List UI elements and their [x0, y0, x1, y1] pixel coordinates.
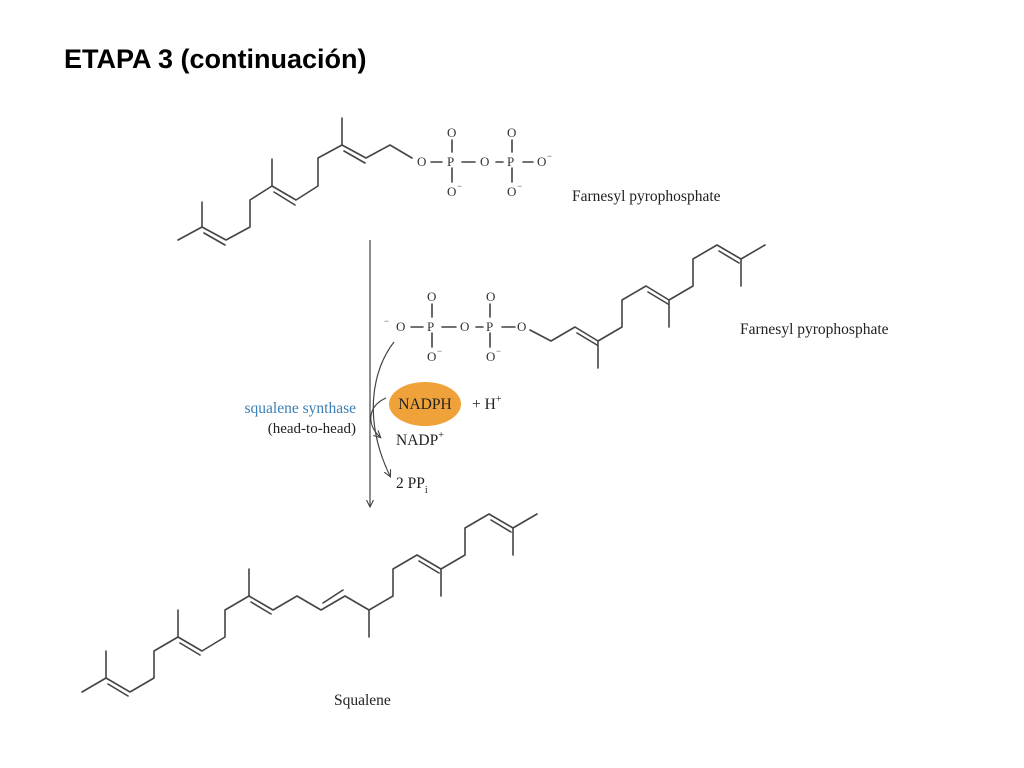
side-reaction-arrows	[370, 341, 395, 476]
svg-text:O: O	[507, 125, 516, 140]
farnesyl-pyrophosphate-top: O P O P O − O O O − O − Farnesyl pyropho…	[177, 117, 721, 246]
nadph-label: NADPH	[398, 396, 451, 413]
middle-carbon-chain	[529, 244, 766, 342]
svg-text:−: −	[517, 181, 522, 191]
slide-title: ETAPA 3 (continuación)	[64, 44, 367, 74]
nadp-label: NADP+	[396, 430, 444, 449]
svg-text:O: O	[537, 154, 546, 169]
squalene-double-bonds	[107, 519, 512, 697]
svg-text:−: −	[547, 151, 552, 161]
ppi-label: 2 PPi	[396, 475, 428, 496]
svg-text:O: O	[427, 349, 436, 364]
ppi-curved-arrow	[372, 341, 395, 476]
top-phosphate-bonds	[430, 139, 534, 183]
middle-double-bonds	[576, 250, 740, 346]
svg-text:O: O	[480, 154, 489, 169]
svg-text:O: O	[486, 289, 495, 304]
squalene-methyl-groups	[105, 527, 514, 679]
svg-text:O: O	[396, 319, 405, 334]
top-double-bonds	[203, 150, 366, 246]
middle-phosphate-bonds	[410, 303, 516, 348]
enzyme-mode-label: (head-to-head)	[268, 421, 356, 437]
squalene-label: Squalene	[334, 692, 391, 709]
svg-text:−: −	[384, 316, 389, 326]
squalene-carbon-chain	[81, 513, 538, 693]
middle-phosphate-atoms: − O P O P O O O O − O −	[384, 289, 526, 364]
reaction-labels: squalene synthase (head-to-head) NADPH +…	[245, 382, 502, 496]
nadph-curved-arrow	[370, 397, 387, 437]
top-phosphate-atoms: O P O P O − O O O − O −	[417, 125, 552, 199]
svg-text:−: −	[496, 346, 501, 356]
enzyme-label: squalene synthase	[245, 400, 357, 417]
svg-text:O: O	[460, 319, 469, 334]
nadph-highlight	[389, 382, 461, 426]
top-molecule-label: Farnesyl pyrophosphate	[572, 188, 721, 205]
svg-text:P: P	[486, 319, 493, 334]
svg-text:O: O	[486, 349, 495, 364]
svg-text:O: O	[417, 154, 426, 169]
farnesyl-pyrophosphate-middle: − O P O P O O O O − O − Farnesyl pyropho…	[384, 244, 889, 369]
svg-text:P: P	[507, 154, 514, 169]
svg-text:O: O	[427, 289, 436, 304]
svg-text:O: O	[447, 125, 456, 140]
svg-text:O: O	[447, 184, 456, 199]
h-ion-label: + H+	[472, 394, 502, 413]
svg-text:P: P	[427, 319, 434, 334]
squalene: Squalene	[81, 513, 538, 709]
svg-text:−: −	[437, 346, 442, 356]
svg-text:O: O	[517, 319, 526, 334]
svg-text:P: P	[447, 154, 454, 169]
top-carbon-chain	[177, 144, 413, 241]
middle-molecule-label: Farnesyl pyrophosphate	[740, 321, 889, 338]
svg-text:O: O	[507, 184, 516, 199]
svg-text:−: −	[457, 181, 462, 191]
